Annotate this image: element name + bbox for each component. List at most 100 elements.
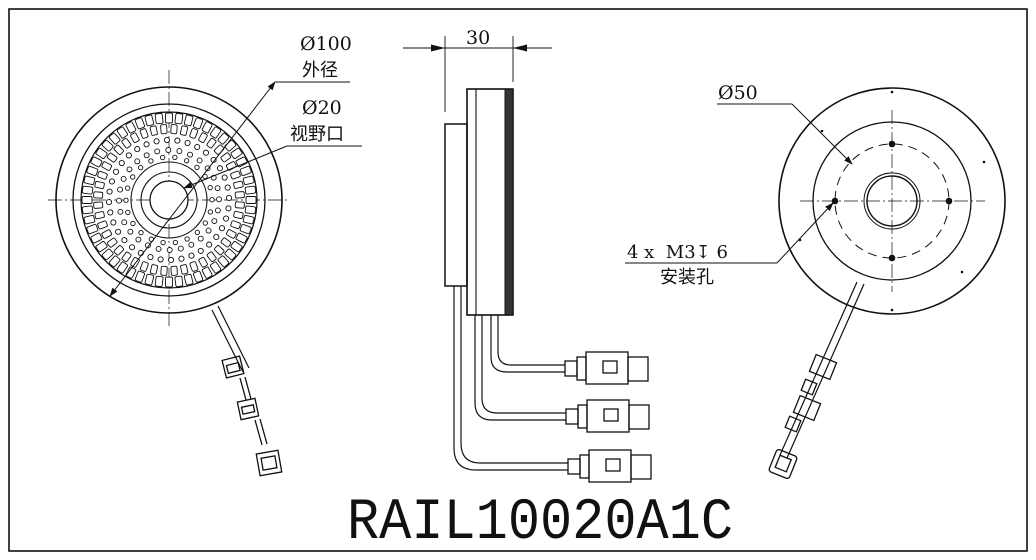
led-element (211, 218, 218, 224)
led-element (116, 197, 122, 204)
led-element (139, 128, 149, 139)
led-element (138, 165, 144, 171)
model-number: RAIL10020A1C (347, 491, 733, 556)
led-element (193, 270, 204, 283)
led-element (196, 157, 203, 164)
led-element (168, 256, 175, 264)
led-element (125, 185, 131, 191)
led-element (179, 125, 189, 136)
outer-diameter-label: Ø100 (300, 33, 352, 55)
led-element (83, 214, 96, 225)
led-element (101, 229, 113, 239)
led-element (113, 245, 125, 256)
rear-cable (779, 281, 865, 459)
led-element (214, 185, 221, 192)
front-view (48, 70, 362, 477)
led-element (149, 125, 158, 136)
led-element (130, 220, 136, 227)
led-element (125, 152, 132, 159)
drawing-frame (8, 8, 1028, 552)
outer-diameter-leader-diag (109, 81, 276, 297)
led-element (113, 144, 124, 156)
mount-hole-spec: 4 x M3↧ 6 (627, 242, 728, 263)
led-element (93, 191, 104, 199)
led-element (216, 196, 222, 203)
led-element (188, 241, 195, 248)
viewport-caption: 视野口 (290, 124, 344, 145)
side-connectors (564, 351, 652, 483)
mount-hole-leader-diag (776, 202, 834, 264)
led-element (174, 112, 184, 125)
led-element (206, 241, 213, 248)
led-element (177, 245, 184, 252)
led-element (110, 219, 117, 226)
led-element (112, 168, 120, 175)
led-element (117, 208, 124, 215)
led-element (194, 229, 200, 235)
led-element (106, 188, 113, 195)
led-element (144, 114, 155, 127)
rear-cable-connectors (768, 353, 838, 479)
led-element (81, 196, 93, 204)
led-element (226, 229, 237, 239)
led-element (144, 273, 155, 286)
led-element (160, 124, 168, 135)
led-element (83, 175, 96, 186)
led-element (183, 273, 194, 286)
led-element (94, 180, 105, 190)
led-element (166, 247, 173, 253)
led-element (163, 136, 170, 144)
bolt-circle-label: Ø50 (718, 82, 758, 104)
led-element (176, 148, 183, 155)
led-element (154, 112, 164, 125)
led-element (221, 174, 228, 181)
led-element (244, 205, 257, 215)
led-element (183, 158, 190, 164)
led-element (225, 194, 233, 201)
led-element (117, 186, 124, 193)
side-cable-2 (474, 315, 566, 421)
viewport-leader-diag (183, 145, 288, 189)
led-element (138, 229, 144, 236)
mount-hole-caption: 安装孔 (660, 267, 714, 288)
led-element (134, 158, 141, 165)
rear-outer-housing (778, 87, 1006, 315)
led-element (108, 178, 115, 185)
led-element (244, 185, 257, 195)
led-element (180, 264, 189, 275)
led-element (242, 175, 255, 186)
led-element (234, 191, 245, 199)
led-element (187, 151, 193, 158)
led-element (198, 132, 208, 143)
led-element (214, 244, 225, 256)
led-element (139, 261, 149, 272)
led-element (95, 147, 108, 160)
side-view (403, 36, 652, 483)
led-element (126, 166, 133, 173)
led-element (153, 138, 160, 145)
led-element (120, 176, 127, 182)
led-element (154, 148, 161, 155)
led-element (183, 114, 194, 127)
led-element (230, 220, 241, 230)
led-element (230, 170, 241, 180)
led-element (123, 197, 129, 203)
led-element (160, 239, 166, 246)
led-element (209, 197, 215, 203)
led-element (93, 201, 104, 209)
led-element (184, 236, 190, 242)
led-element (239, 224, 252, 235)
led-element (233, 180, 244, 189)
led-element (198, 256, 208, 268)
thickness-arrow-left (431, 44, 445, 52)
led-element (130, 132, 140, 144)
rear-perimeter-marks (798, 90, 986, 312)
led-element (188, 252, 195, 259)
led-element (143, 152, 150, 159)
led-element (86, 224, 99, 235)
led-element (197, 235, 204, 242)
led-element (118, 159, 125, 167)
led-element (155, 245, 162, 252)
led-element (220, 237, 232, 248)
